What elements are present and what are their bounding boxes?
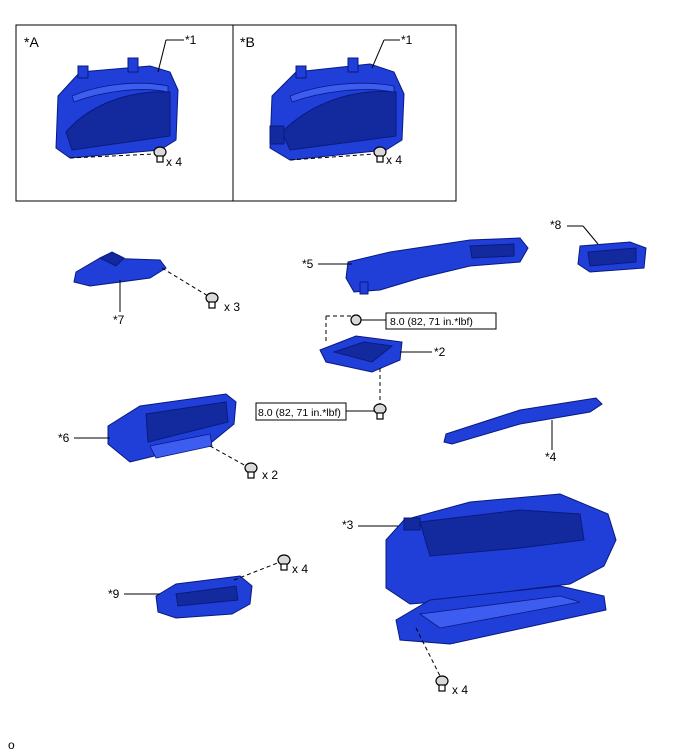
- part-9-switch: [155, 575, 253, 619]
- qty-3: x 4: [452, 683, 468, 697]
- torque-box-upper: [385, 312, 497, 330]
- part-5-panel: [345, 237, 529, 295]
- torque-bolt-upper: [350, 314, 362, 326]
- footer-mark: o: [8, 738, 15, 752]
- part-7-bracket: [73, 251, 167, 287]
- part-6-display: [107, 393, 237, 463]
- screw-7: [205, 292, 219, 309]
- torque-lower: 8.0 (82, 71 in.*lbf): [258, 407, 341, 419]
- qty-9: x 4: [292, 562, 308, 576]
- variant-a-label: *A: [24, 34, 39, 50]
- dash-b: [289, 153, 375, 161]
- combination-meter-a: [55, 57, 179, 159]
- callout-5: *5: [302, 257, 314, 271]
- torque-upper: 8.0 (82, 71 in.*lbf): [390, 316, 473, 328]
- callout-6: *6: [58, 431, 70, 445]
- callout-3: *3: [342, 518, 354, 532]
- leader-1b: [371, 39, 385, 69]
- screw-3: [435, 675, 449, 692]
- qty-6: x 2: [262, 468, 278, 482]
- dash-a: [69, 153, 155, 159]
- part-8-register: [577, 241, 647, 273]
- screw-9: [277, 554, 291, 571]
- variant-b-label: *B: [240, 34, 255, 50]
- variant-frame: [15, 24, 457, 202]
- screw-a: [153, 146, 167, 163]
- torque-bolt-lower: [373, 403, 387, 420]
- callout-7: *7: [113, 313, 125, 327]
- screw-b: [373, 146, 387, 163]
- part-4-strip: [443, 397, 603, 445]
- screw-6: [244, 462, 258, 479]
- callout-4: *4: [545, 450, 557, 464]
- callout-9: *9: [108, 587, 120, 601]
- callout-8: *8: [550, 218, 562, 232]
- qty-7: x 3: [224, 300, 240, 314]
- callout-1a: *1: [185, 33, 197, 47]
- part-2-module: [319, 335, 403, 373]
- qty-b: x 4: [386, 153, 402, 167]
- leader-1a: [157, 39, 167, 73]
- qty-a: x 4: [166, 155, 182, 169]
- torque-box-lower: [255, 402, 347, 421]
- callout-1b: *1: [401, 33, 413, 47]
- part-3-lower-panel: [385, 493, 617, 645]
- combination-meter-b: [269, 57, 405, 161]
- callout-2: *2: [434, 345, 446, 359]
